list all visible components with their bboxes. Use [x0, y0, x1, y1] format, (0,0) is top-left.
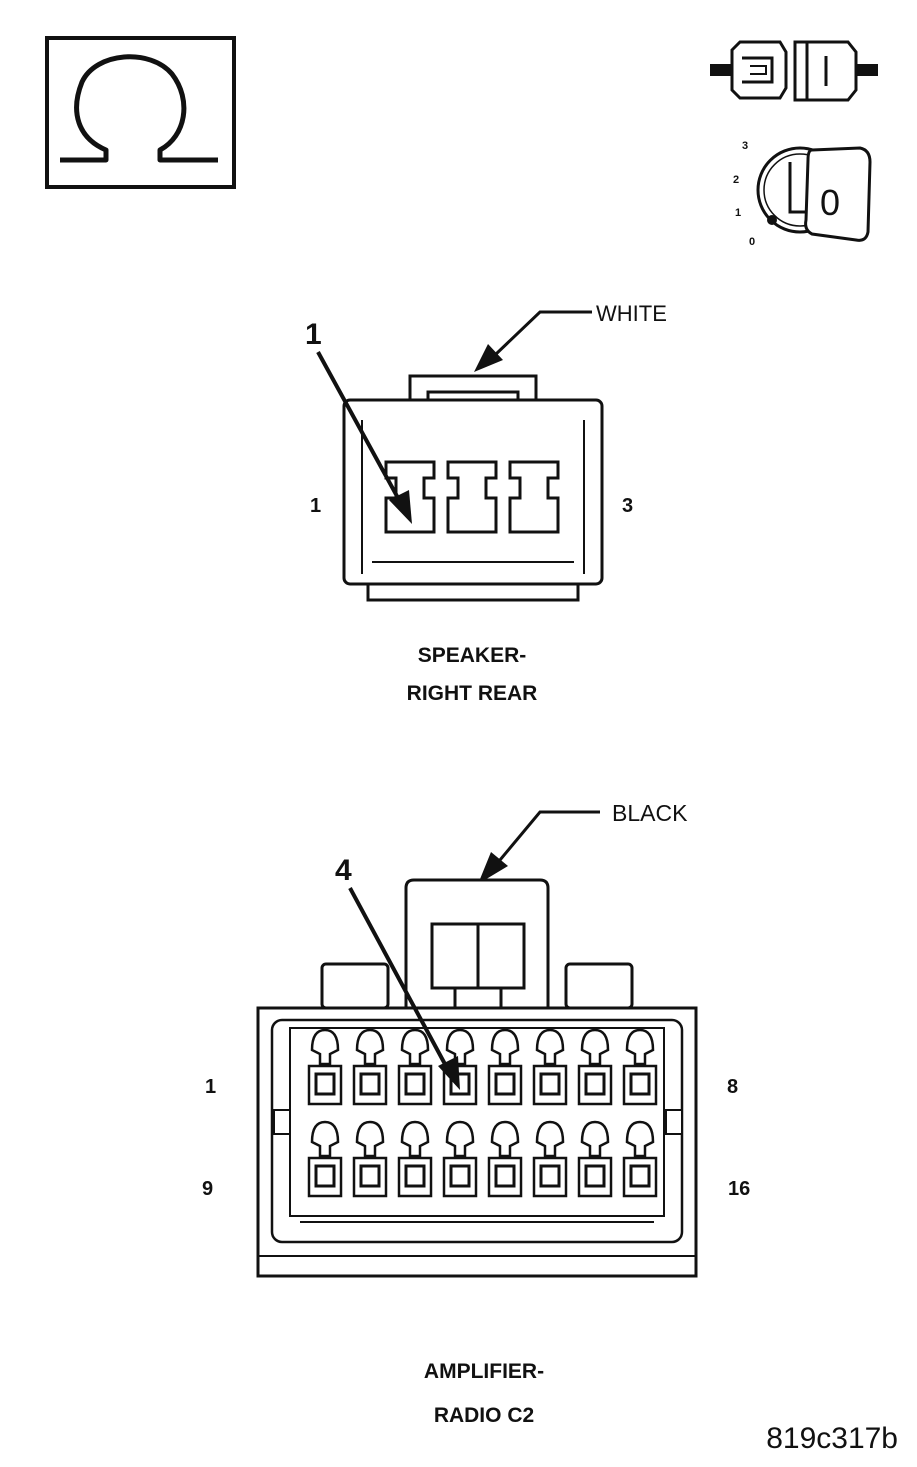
speaker-pointer-number: 1 — [305, 318, 322, 351]
amp-cavity — [397, 1120, 433, 1198]
speaker-pin-left: 1 — [310, 495, 321, 517]
amp-pin-top-right: 8 — [727, 1076, 738, 1098]
amp-cavity — [487, 1028, 523, 1106]
amp-pin-top-left: 1 — [205, 1076, 216, 1098]
amp-cavity — [532, 1120, 568, 1198]
amp-caption-line1: AMPLIFIER- — [424, 1360, 544, 1383]
connector-disconnect-icon — [710, 40, 878, 102]
amp-cavity — [622, 1120, 658, 1198]
speaker-color-callout: WHITE — [596, 301, 667, 326]
speaker-caption-line1: SPEAKER- — [418, 644, 527, 667]
amp-cavity — [307, 1028, 343, 1106]
amp-cavity — [487, 1120, 523, 1198]
ignition-pos-1: 1 — [735, 207, 741, 219]
amp-pin-bottom-right: 16 — [728, 1178, 750, 1200]
figure-id: 819c317b — [766, 1422, 898, 1455]
amp-cavity — [352, 1028, 388, 1106]
ohm-symbol-icon — [45, 36, 236, 189]
key-label: 0 — [820, 182, 840, 223]
ignition-pos-3: 3 — [742, 140, 748, 152]
amp-pointer-number: 4 — [335, 854, 352, 887]
amp-cavity — [352, 1120, 388, 1198]
amp-cavity — [577, 1028, 613, 1106]
amp-cavity — [622, 1028, 658, 1106]
amp-cavity — [307, 1120, 343, 1198]
amp-cavity — [532, 1028, 568, 1106]
speaker-connector: WHITE 1 1 3 SPEAKER- RIGHT REAR — [305, 301, 667, 705]
ignition-pos-2: 2 — [733, 174, 739, 186]
speaker-pin-right: 3 — [622, 495, 633, 517]
amplifier-connector: BLACK 4 1 8 9 16 AMPLIFIER- RADIO C2 — [202, 800, 750, 1427]
amp-caption-line2: RADIO C2 — [434, 1404, 534, 1427]
amp-cavity — [442, 1120, 478, 1198]
amp-cavities — [307, 1028, 658, 1198]
amp-cavity — [397, 1028, 433, 1106]
ignition-pos-0: 0 — [749, 236, 755, 248]
amp-pin-bottom-left: 9 — [202, 1178, 213, 1200]
ignition-key-icon: 3 2 1 0 0 — [733, 140, 872, 248]
amp-color-callout: BLACK — [612, 800, 688, 826]
amp-cavity — [577, 1120, 613, 1198]
speaker-caption-line2: RIGHT REAR — [407, 682, 538, 705]
